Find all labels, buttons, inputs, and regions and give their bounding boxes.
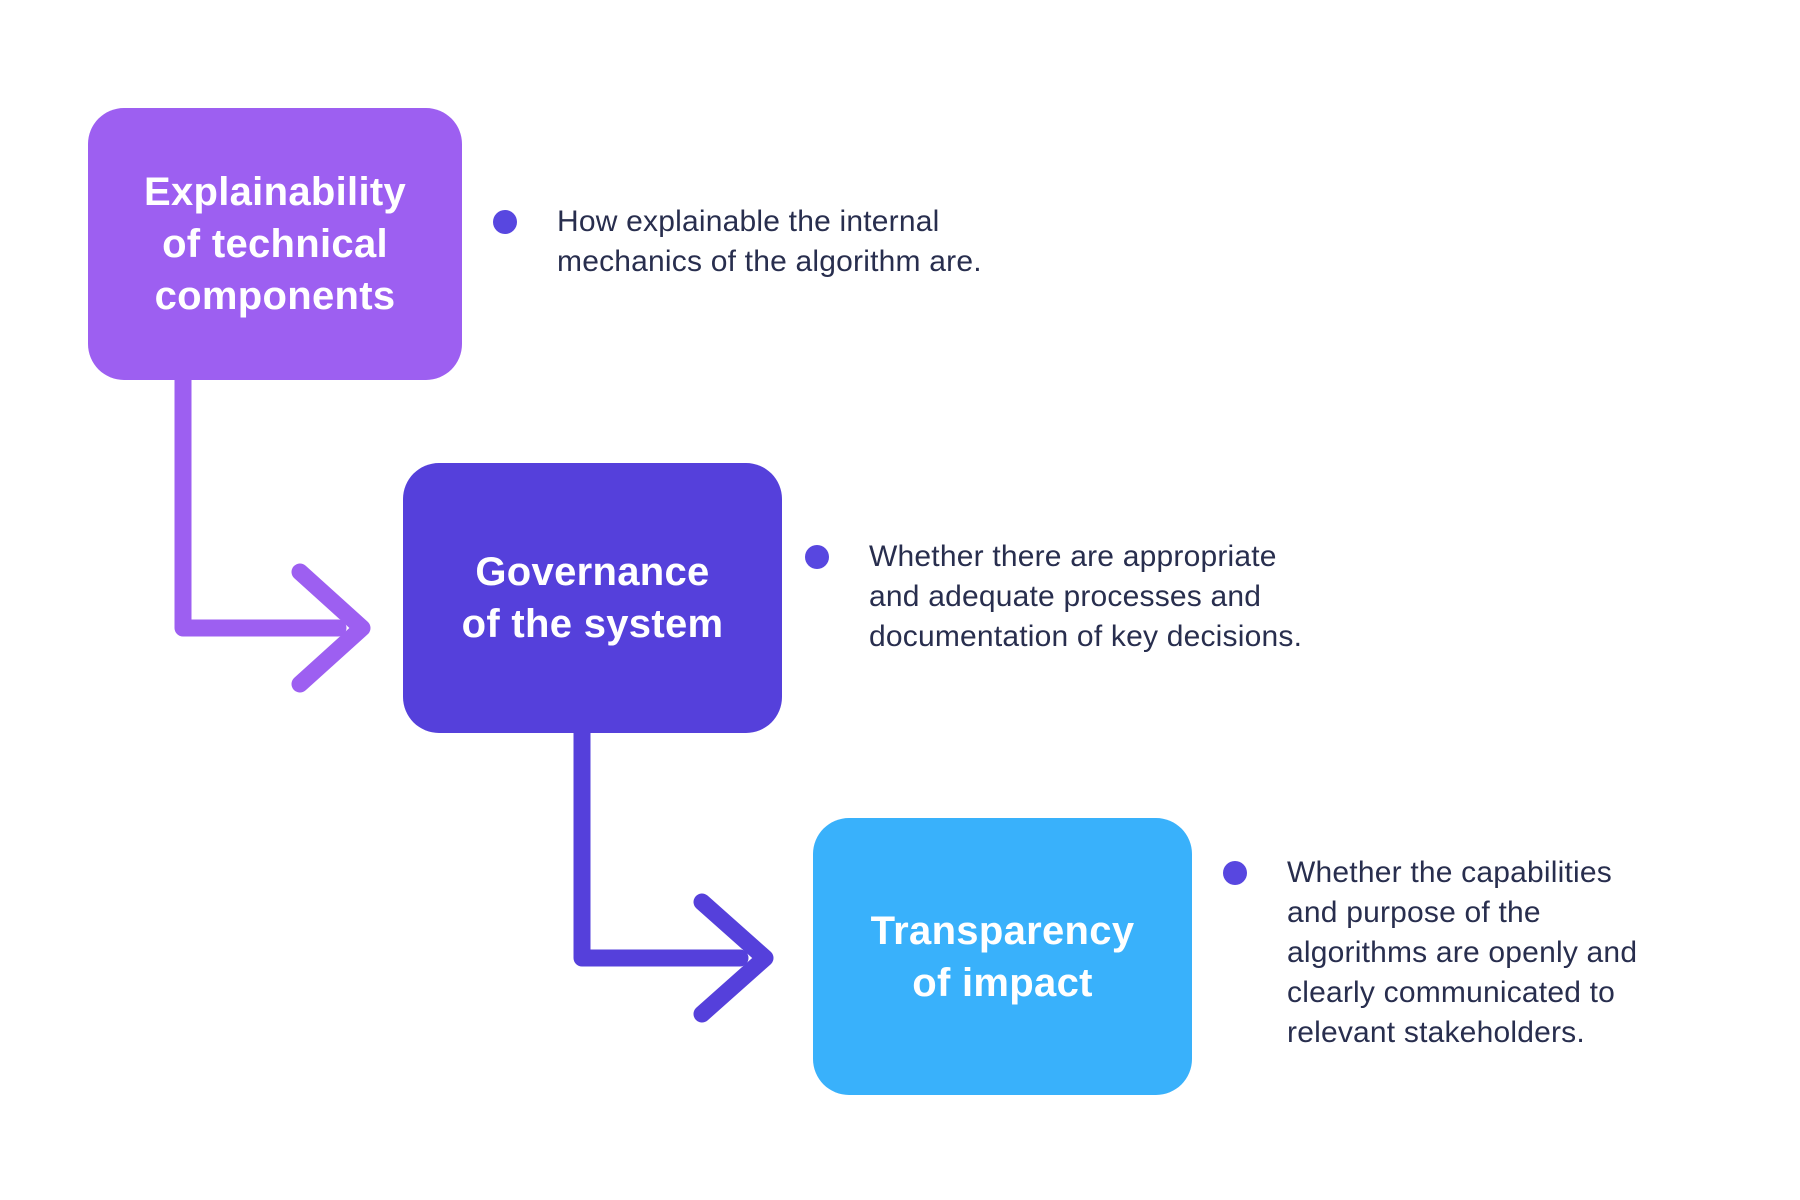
bullet-dot-icon (805, 545, 829, 569)
step1-annotation: How explainable the internal mechanics o… (493, 202, 982, 282)
bullet-dot-icon (1223, 861, 1247, 885)
step3-title: Transparency of impact (870, 908, 1135, 1005)
step3-annotation: Whether the capabilities and purpose of … (1223, 853, 1637, 1053)
step2-title: Governance of the system (461, 550, 724, 646)
step1-box-explainability: Explainability of technical components (88, 108, 462, 380)
step1-title: Explainability of technical components (143, 170, 407, 318)
arrow-step2-chevron-icon (693, 893, 774, 1023)
bullet-dot-icon (493, 210, 517, 234)
step3-box-transparency: Transparency of impact (813, 818, 1192, 1095)
step2-annotation: Whether there are appropriate and adequa… (805, 537, 1302, 657)
step2-description: Whether there are appropriate and adequa… (869, 540, 1303, 653)
arrow-step1-to-step2 (174, 369, 371, 693)
step2-box-governance: Governance of the system (403, 463, 782, 733)
arrow-step1-elbow-line (174, 369, 347, 637)
step1-description: How explainable the internal mechanics o… (557, 205, 982, 278)
arrow-step2-elbow-line (573, 721, 749, 967)
arrow-step2-to-step3 (573, 721, 774, 1023)
step3-description: Whether the capabilities and purpose of … (1287, 856, 1638, 1049)
arrow-step1-chevron-icon (291, 563, 371, 693)
